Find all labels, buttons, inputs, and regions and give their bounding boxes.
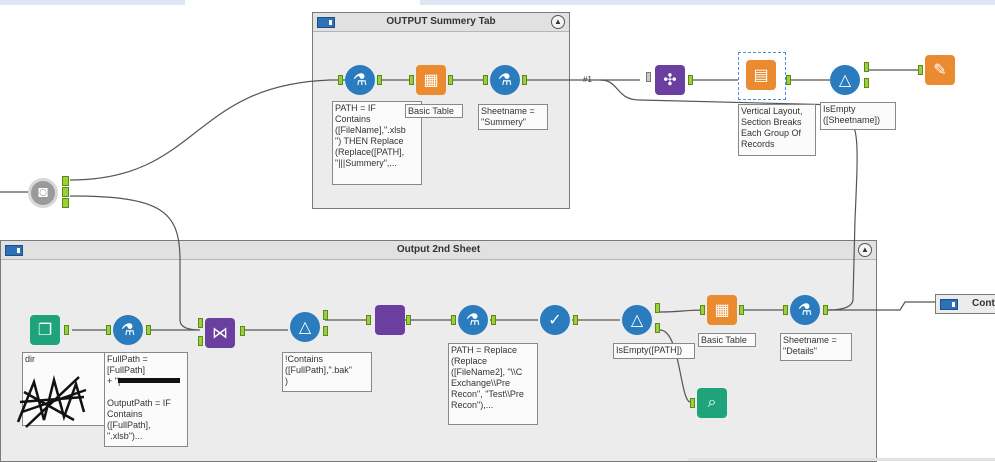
filter-icon[interactable]: △ <box>290 312 320 342</box>
render-input-anchor[interactable] <box>918 65 923 75</box>
browse-input-anchor[interactable] <box>690 398 695 408</box>
block-output-3[interactable] <box>62 198 69 208</box>
filter-icon[interactable]: △ <box>830 65 860 95</box>
layout-selection-frame <box>738 52 786 100</box>
layout-icon[interactable]: ▤ <box>746 60 776 90</box>
layout-output-anchor[interactable] <box>786 75 791 85</box>
formula-input-anchor[interactable] <box>338 75 343 85</box>
tool-output-anchor[interactable] <box>688 75 693 85</box>
select-output-anchor[interactable] <box>406 315 411 325</box>
path-replace-annotation: PATH = Replace (Replace ([FileName2], "\… <box>448 343 538 425</box>
table-icon[interactable]: ▦ <box>416 65 446 95</box>
filter-false-anchor[interactable] <box>655 323 660 333</box>
container-title: Output 2nd Sheet <box>396 244 481 255</box>
formula-icon[interactable]: ⚗ <box>113 315 143 345</box>
block-output-1[interactable] <box>62 176 69 186</box>
table-input-anchor[interactable] <box>700 305 705 315</box>
check-output-anchor[interactable] <box>573 315 578 325</box>
join-left-anchor[interactable] <box>198 318 203 328</box>
formula-input-anchor[interactable] <box>783 305 788 315</box>
filter-icon[interactable]: △ <box>622 305 652 335</box>
basic-table-annotation: Basic Table <box>405 104 463 118</box>
formula-input-anchor[interactable] <box>451 315 456 325</box>
formula-input-anchor[interactable] <box>483 75 488 85</box>
block-until-done-icon[interactable]: ◙ <box>28 178 58 208</box>
contains-bak-annotation: !Contains ([FullPath],".bak" ) <box>282 352 372 392</box>
formula-output-anchor[interactable] <box>823 305 828 315</box>
redaction-scribble <box>14 372 94 432</box>
formula-output-anchor[interactable] <box>491 315 496 325</box>
fullpath-formula-annotation: FullPath = [FullPath] + "| OutputPath = … <box>104 352 188 447</box>
redaction-bar <box>118 378 180 383</box>
vertical-layout-annotation: Vertical Layout, Section Breaks Each Gro… <box>738 104 816 156</box>
filter-true-anchor[interactable] <box>323 310 328 320</box>
browse-icon[interactable]: ⌕ <box>697 388 727 418</box>
join-right-anchor[interactable] <box>198 336 203 346</box>
table-input-anchor[interactable] <box>409 75 414 85</box>
container-header[interactable]: OUTPUT Summery Tab ▲ <box>313 13 569 32</box>
render-icon[interactable]: ✎ <box>925 55 955 85</box>
canvas-edge <box>688 458 995 461</box>
dynamic-rename-icon[interactable]: ✣ <box>655 65 685 95</box>
sheetname-summary-annotation: Sheetname = "Summery" <box>478 104 548 130</box>
join-out-anchor[interactable] <box>240 326 245 336</box>
table-icon[interactable]: ▦ <box>707 295 737 325</box>
isempty-sheetname-annotation: IsEmpty ([Sheetname]) <box>820 102 896 130</box>
block-output-2[interactable] <box>62 187 69 197</box>
check-icon[interactable]: ✓ <box>540 305 570 335</box>
wire-label-1: #1 <box>583 75 592 84</box>
top-bar-right <box>420 0 995 5</box>
table-output-anchor[interactable] <box>739 305 744 315</box>
filter-true-anchor[interactable] <box>864 62 869 72</box>
formula-icon[interactable]: ⚗ <box>458 305 488 335</box>
directory-output-anchor[interactable] <box>64 325 69 335</box>
filter-false-anchor[interactable] <box>323 326 328 336</box>
sheetname-details-annotation: Sheetname = "Details" <box>780 333 852 361</box>
tool-input-anchor[interactable] <box>646 72 651 82</box>
offscreen-container[interactable]: Conta <box>935 294 995 314</box>
filter-true-anchor[interactable] <box>655 303 660 313</box>
directory-icon[interactable]: ❐ <box>30 315 60 345</box>
collapse-button[interactable]: ▲ <box>858 243 872 257</box>
container-title: OUTPUT Summery Tab <box>386 16 496 27</box>
formula-icon[interactable]: ⚗ <box>345 65 375 95</box>
filter-false-anchor[interactable] <box>864 78 869 88</box>
formula-icon[interactable]: ⚗ <box>490 65 520 95</box>
top-bar-left <box>0 0 185 5</box>
container-icon <box>5 245 23 256</box>
collapse-button[interactable]: ▲ <box>551 15 565 29</box>
select-icon[interactable] <box>375 305 405 335</box>
basic-table-annotation: Basic Table <box>698 333 756 347</box>
select-input-anchor[interactable] <box>366 315 371 325</box>
path-formula-annotation: PATH = IF Contains ([FileName],".xlsb ")… <box>332 101 422 185</box>
table-output-anchor[interactable] <box>448 75 453 85</box>
formula-output-anchor[interactable] <box>522 75 527 85</box>
formula-output-anchor[interactable] <box>377 75 382 85</box>
container-icon <box>317 17 335 28</box>
formula-icon[interactable]: ⚗ <box>790 295 820 325</box>
formula-output-anchor[interactable] <box>146 325 151 335</box>
offscreen-container-title: Conta <box>972 298 995 309</box>
join-icon[interactable]: ⋈ <box>205 318 235 348</box>
container-header[interactable]: Output 2nd Sheet ▲ <box>1 241 876 260</box>
container-icon <box>940 299 958 310</box>
formula-input-anchor[interactable] <box>106 325 111 335</box>
isempty-path-annotation: IsEmpty([PATH]) <box>613 343 695 359</box>
